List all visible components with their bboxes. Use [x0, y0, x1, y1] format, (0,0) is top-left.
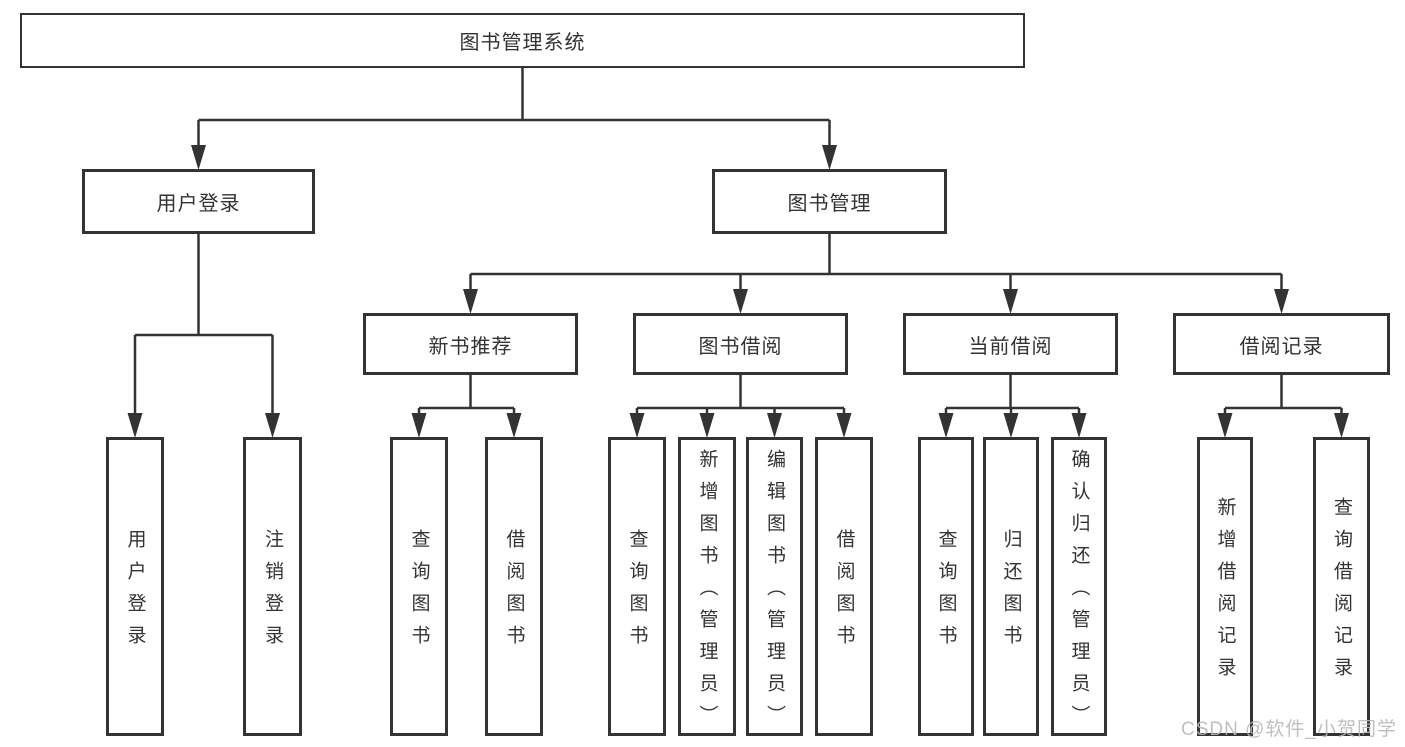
leaf-nbr-borrow-books: 借阅图书	[485, 437, 543, 736]
leaf-nbr-query-books: 查询图书	[390, 437, 448, 736]
leaf-bb-borrow-books: 借阅图书	[815, 437, 873, 736]
leaf-label: 借阅图书	[503, 529, 525, 657]
leaf-label: 借阅图书	[833, 529, 855, 657]
leaf-br-query-borrow-record: 查询借阅记录	[1313, 437, 1370, 736]
leaf-label: 编辑图书（管理员）	[764, 449, 785, 737]
node-book-borrow: 图书借阅	[633, 313, 848, 375]
leaf-bb-query-books: 查询图书	[608, 437, 666, 736]
leaf-label: 用户登录	[124, 529, 146, 657]
leaf-label: 确认归还（管理员）	[1068, 449, 1090, 737]
leaf-label: 查询图书	[408, 529, 430, 657]
node-label: 当前借阅	[968, 335, 1053, 358]
node-label: 图书借阅	[698, 335, 783, 358]
leaf-cb-query-books: 查询图书	[918, 437, 974, 736]
leaf-label: 查询图书	[935, 529, 957, 657]
node-label: 新书推荐	[428, 335, 513, 358]
leaf-label: 查询图书	[626, 529, 648, 657]
leaf-bb-edit-books-admin: 编辑图书（管理员）	[746, 437, 803, 737]
node-label: 用户登录	[156, 193, 241, 215]
leaf-cb-return-books: 归还图书	[983, 437, 1039, 736]
node-label: 图书管理系统	[459, 32, 586, 54]
leaf-label: 归还图书	[1000, 529, 1022, 657]
node-label: 图书管理	[787, 193, 872, 215]
leaf-label: 新增借阅记录	[1214, 497, 1236, 689]
leaf-logout-login: 注销登录	[243, 437, 302, 736]
node-book-management: 图书管理	[712, 169, 947, 234]
node-current-borrow: 当前借阅	[903, 313, 1118, 375]
node-library-management-system: 图书管理系统	[20, 13, 1025, 68]
leaf-label: 新增图书（管理员）	[696, 449, 718, 737]
node-user-login: 用户登录	[82, 169, 315, 234]
node-label: 借阅记录	[1239, 335, 1324, 358]
node-new-book-recommend: 新书推荐	[363, 313, 578, 375]
node-borrow-records: 借阅记录	[1173, 313, 1390, 375]
leaf-cb-confirm-return-admin: 确认归还（管理员）	[1051, 437, 1107, 737]
leaf-bb-add-books-admin: 新增图书（管理员）	[678, 437, 736, 737]
leaf-label: 查询借阅记录	[1331, 497, 1352, 689]
leaf-user-login: 用户登录	[106, 437, 164, 736]
leaf-label: 注销登录	[262, 529, 283, 657]
watermark: CSDN @软件_小贺同学	[1181, 719, 1397, 740]
leaf-br-add-borrow-record: 新增借阅记录	[1197, 437, 1253, 736]
